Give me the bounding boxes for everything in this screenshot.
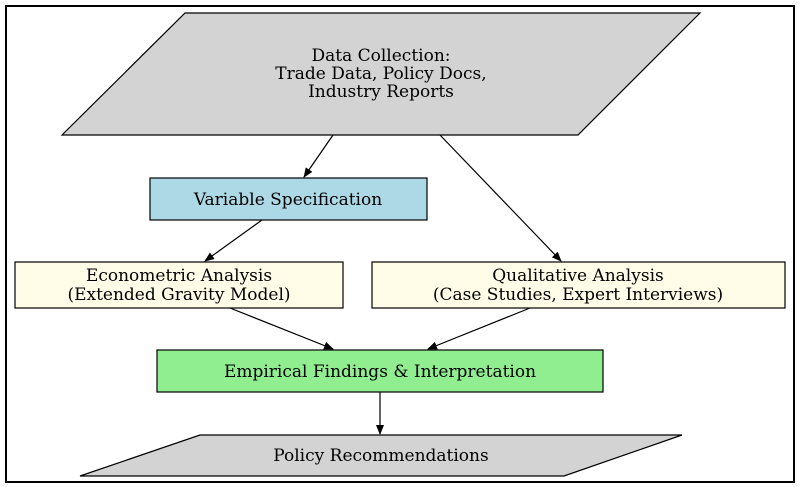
policy-recommendations-label: Policy Recommendations	[273, 446, 488, 466]
edge-data-to-variable	[303, 134, 334, 178]
policy-recommendations-node: Policy Recommendations	[79, 434, 683, 477]
econometric-analysis-line1: Econometric Analysis	[86, 266, 272, 286]
policy-recommendations-shape	[79, 434, 683, 477]
data-collection-shape	[60, 12, 702, 136]
qualitative-analysis-line2: (Case Studies, Expert Interviews)	[433, 285, 723, 305]
data-collection-line3: Industry Reports	[308, 82, 454, 102]
empirical-findings-shape	[156, 349, 604, 393]
empirical-findings-label: Empirical Findings & Interpretation	[224, 362, 536, 382]
data-collection-line2: Trade Data, Policy Docs,	[275, 64, 486, 84]
variable-specification-label: Variable Specification	[193, 190, 382, 210]
empirical-findings-node: Empirical Findings & Interpretation	[156, 349, 604, 393]
econometric-analysis-node: Econometric Analysis (Extended Gravity M…	[14, 261, 344, 309]
variable-specification-shape	[149, 177, 428, 221]
edge-qualitative-to-findings	[427, 307, 531, 350]
qualitative-analysis-node: Qualitative Analysis (Case Studies, Expe…	[371, 261, 786, 309]
econometric-analysis-shape	[14, 261, 344, 309]
data-collection-node: Data Collection: Trade Data, Policy Docs…	[60, 12, 702, 136]
qualitative-analysis-shape	[371, 261, 786, 309]
econometric-analysis-line2: (Extended Gravity Model)	[67, 285, 290, 305]
data-collection-line1: Data Collection:	[311, 46, 450, 66]
edge-data-to-qualitative	[439, 134, 562, 262]
variable-specification-node: Variable Specification	[149, 177, 428, 221]
edge-econometric-to-findings	[229, 307, 334, 350]
edge-variable-to-econometric	[204, 219, 263, 262]
qualitative-analysis-line1: Qualitative Analysis	[492, 266, 664, 286]
